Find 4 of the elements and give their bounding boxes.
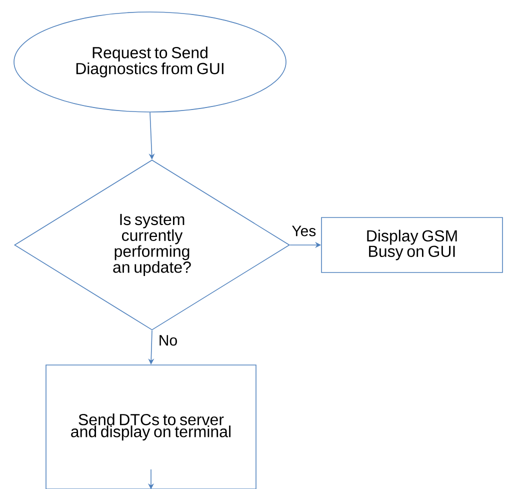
process-box: Display GSM Busy on GUI (321, 217, 503, 273)
edge-label: Yes (290, 224, 318, 238)
process-box: Send DTCs to server and display on terminal (46, 364, 256, 489)
edge-label: No (157, 334, 179, 347)
